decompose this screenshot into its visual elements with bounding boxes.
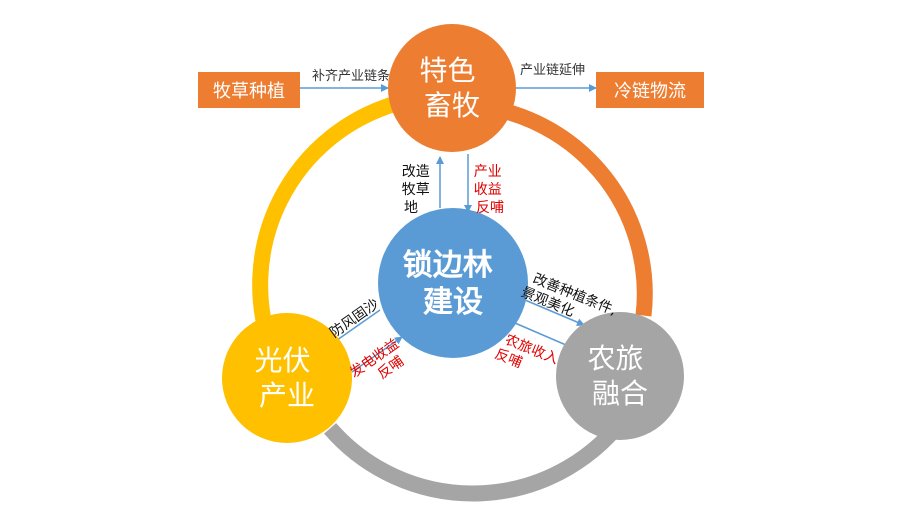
box-left: 牧草种植 bbox=[198, 72, 300, 108]
node-right-label: 农旅 融合 bbox=[588, 342, 653, 410]
ring-arc-yellow bbox=[252, 95, 399, 353]
label-left-to-center: 发电收益 反哺 bbox=[347, 333, 415, 395]
node-left-label: 光伏 产业 bbox=[255, 344, 320, 412]
label-center-to-top-line-1: 改造 bbox=[402, 164, 430, 180]
arrow-right-to-center bbox=[507, 319, 567, 346]
label-left-box-to-top: 补齐产业链条 bbox=[312, 68, 390, 84]
label-top-to-center-line-3: 反哺 bbox=[476, 200, 504, 216]
ring-arc-gray bbox=[324, 408, 634, 502]
label-top-to-right-box: 产业链延伸 bbox=[520, 63, 585, 78]
node-left-line-2: 产业 bbox=[259, 379, 315, 412]
node-left-circle bbox=[222, 313, 352, 443]
node-right-line-2: 融合 bbox=[592, 377, 648, 410]
node-top-circle bbox=[388, 24, 516, 152]
box-right: 冷链物流 bbox=[596, 72, 704, 108]
node-center-circle bbox=[378, 208, 528, 358]
arrow-left-to-center bbox=[351, 336, 403, 373]
label-top-to-center: 产业 收益 反哺 bbox=[474, 164, 506, 216]
node-center-label: 锁边林 建设 bbox=[403, 248, 503, 320]
node-left-line-1: 光伏 bbox=[255, 344, 311, 377]
node-right-line-1: 农旅 bbox=[588, 342, 644, 375]
arrow-center-to-right bbox=[524, 299, 585, 326]
node-top-line-2: 畜牧 bbox=[424, 89, 480, 122]
label-center-to-top-line-2: 牧草 bbox=[402, 182, 430, 198]
node-top-line-1: 特色 bbox=[420, 54, 476, 87]
box-left-label: 牧草种植 bbox=[213, 81, 285, 102]
label-center-to-top: 改造 牧草 地 bbox=[402, 164, 434, 216]
node-center-line-1: 锁边林 bbox=[403, 248, 493, 283]
node-top-label: 特色 畜牧 bbox=[420, 54, 485, 122]
label-top-to-center-line-1: 产业 bbox=[474, 164, 502, 180]
node-center-line-2: 建设 bbox=[423, 285, 483, 320]
node-right-circle bbox=[556, 312, 684, 440]
box-right-label: 冷链物流 bbox=[614, 81, 686, 102]
label-top-to-center-line-2: 收益 bbox=[474, 182, 502, 198]
label-center-to-left: 防风固沙 bbox=[327, 296, 382, 341]
label-center-to-top-line-3: 地 bbox=[404, 200, 418, 216]
